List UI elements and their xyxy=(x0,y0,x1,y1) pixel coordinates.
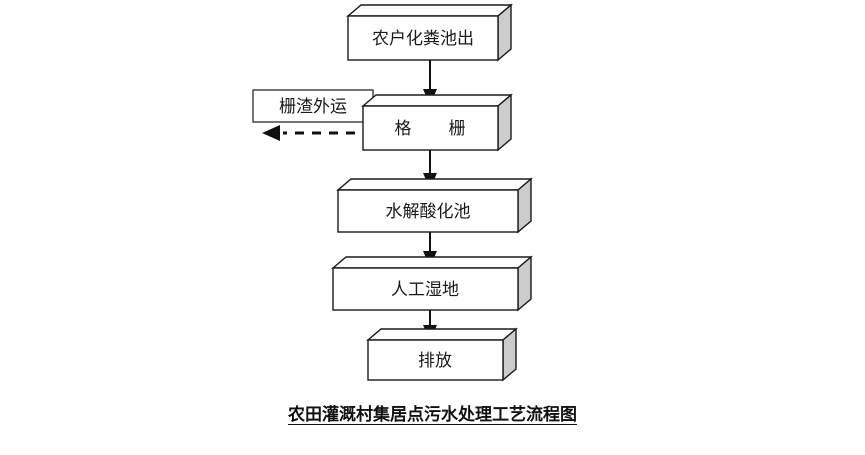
node-discharge[interactable]: 排放 xyxy=(366,327,518,382)
node-label-grille: 格 栅 xyxy=(395,119,476,139)
node-label-septic-outlet: 农户化粪池出 xyxy=(372,29,474,49)
diagram-caption-text: 农田灌溉村集居点污水处理工艺流程图 xyxy=(288,405,577,425)
node-label-hydrolysis-acidification-tank: 水解酸化池 xyxy=(386,202,471,222)
node-label-constructed-wetland: 人工湿地 xyxy=(391,280,459,300)
node-grille[interactable]: 格 栅 xyxy=(361,93,513,152)
node-hydrolysis-acidification-tank[interactable]: 水解酸化池 xyxy=(336,177,533,234)
node-grille-residue-transport[interactable]: 栅渣外运 xyxy=(252,89,374,123)
node-septic-outlet[interactable]: 农户化粪池出 xyxy=(346,3,513,62)
node-constructed-wetland[interactable]: 人工湿地 xyxy=(331,255,533,312)
node-label-discharge: 排放 xyxy=(418,351,452,371)
node-label-grille-residue-transport: 栅渣外运 xyxy=(279,97,347,117)
connector-grille-to-residue xyxy=(262,125,355,141)
diagram-caption: 农田灌溉村集居点污水处理工艺流程图 xyxy=(0,400,865,425)
